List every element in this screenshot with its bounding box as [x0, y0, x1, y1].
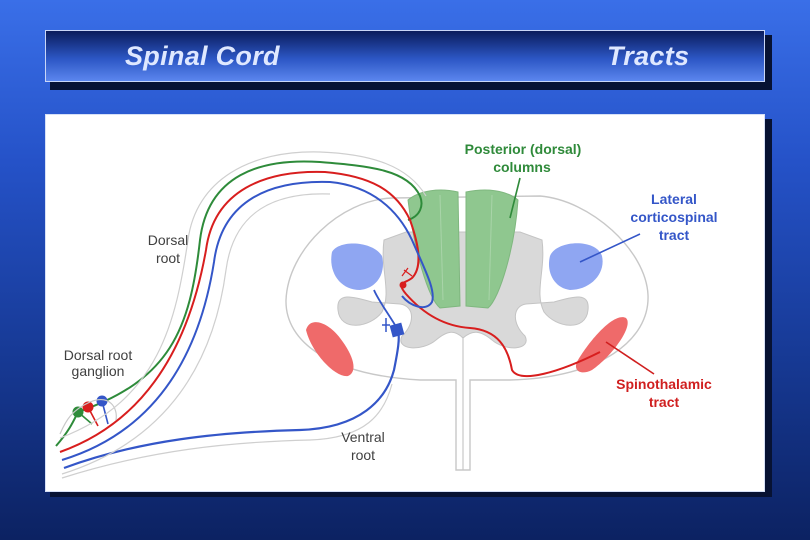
green-fiber — [77, 160, 423, 413]
ganglion-outline — [59, 399, 117, 435]
title-spinal-cord: Spinal Cord — [125, 41, 280, 71]
lateral-corticospinal-tract-right — [548, 243, 603, 290]
label-ganglion-line2: ganglion — [72, 363, 125, 379]
red-synapse-dot — [399, 281, 407, 289]
red-synapse-mark — [401, 267, 413, 277]
lateral-corticospinal-tract-left — [331, 243, 384, 290]
red-fiber — [59, 170, 601, 453]
grey-matter — [337, 231, 589, 349]
blue-motor-fiber — [63, 329, 400, 470]
lateral-pointer — [579, 233, 641, 263]
ventral-root-sheath — [61, 383, 393, 479]
posterior-column-septum-right — [488, 194, 493, 301]
spinothalamic-pointer — [605, 341, 655, 375]
dorsal-root-sheath — [59, 151, 427, 439]
dorsal-root-sheath-inner — [61, 193, 331, 475]
title-tracts: Tracts — [607, 41, 690, 71]
title-bar: Spinal Cord Tracts — [45, 30, 765, 82]
label-lateral-line1: Lateral — [651, 191, 697, 207]
label-dorsal-root-line1: Dorsal — [148, 232, 188, 248]
label-spinothalamic-line1: Spinothalamic — [616, 376, 712, 392]
posterior-column-septum-left — [439, 194, 444, 301]
green-neuron-body — [72, 406, 84, 418]
label-ventral-root-line2: root — [351, 447, 375, 463]
label-lateral-line3: tract — [659, 227, 690, 243]
posterior-column-right — [465, 189, 519, 309]
posterior-pointer — [509, 177, 521, 219]
label-posterior-line1: Posterior (dorsal) — [465, 141, 582, 157]
label-spinothalamic-line2: tract — [649, 394, 680, 410]
label-ganglion-line1: Dorsal root — [64, 347, 133, 363]
blue-synapse-mark — [382, 318, 390, 332]
blue-neuron-body — [96, 395, 108, 407]
blue-fiber — [61, 180, 434, 461]
green-fiber-root — [55, 411, 79, 447]
motor-neuron-soma — [389, 322, 405, 338]
label-dorsal-root-line2: root — [156, 250, 180, 266]
label-ventral-root-line1: Ventral — [341, 429, 385, 445]
posterior-column-left — [407, 189, 461, 309]
label-posterior-line2: columns — [493, 159, 551, 175]
spinothalamic-tract-left — [306, 322, 354, 377]
spinothalamic-tract-right — [575, 317, 628, 373]
label-lateral-line2: corticospinal — [630, 209, 717, 225]
